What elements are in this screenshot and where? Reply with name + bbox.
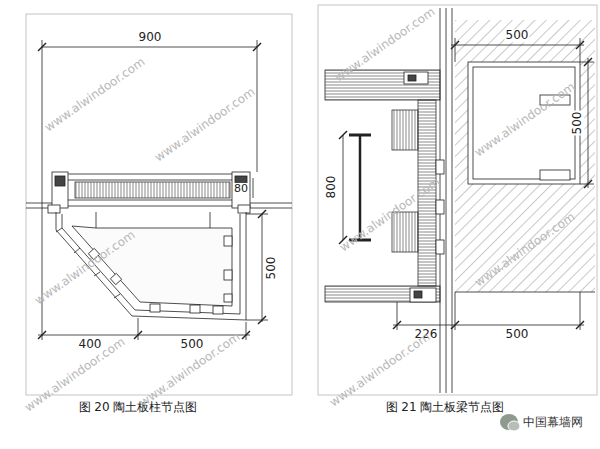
column-detail xyxy=(26,40,292,340)
watermark-text: www.alwindoor.com xyxy=(32,228,137,307)
dimension-label: 500 xyxy=(180,338,205,351)
watermark-text: www.alwindoor.com xyxy=(332,5,437,84)
dimension-label: 80 xyxy=(233,183,249,195)
watermark-text: www.alwindoor.com xyxy=(472,210,577,289)
figure-caption: 图 21 陶土板梁节点图 xyxy=(386,401,505,414)
watermark-text: www.alwindoor.com xyxy=(337,175,442,254)
logo-icon xyxy=(500,414,520,431)
dimension-label: 900 xyxy=(138,31,163,44)
figure-caption: 图 20 陶土板柱节点图 xyxy=(79,401,198,414)
dimension-label: 500 xyxy=(571,111,584,136)
watermark-text: www.alwindoor.com xyxy=(472,80,577,159)
logo-text: 中国幕墙网 xyxy=(523,416,583,429)
dimension-label: 500 xyxy=(505,328,530,341)
watermark-text: www.alwindoor.com xyxy=(42,55,147,134)
figure-frame xyxy=(26,14,292,395)
watermark-text: www.alwindoor.com xyxy=(152,85,257,164)
dimension-label: 500 xyxy=(505,29,530,42)
figure-frame xyxy=(318,5,597,395)
watermark-text: www.alwindoor.com xyxy=(327,330,432,409)
dimension-label: 500 xyxy=(265,256,278,281)
dimension-label: 800 xyxy=(325,175,338,200)
